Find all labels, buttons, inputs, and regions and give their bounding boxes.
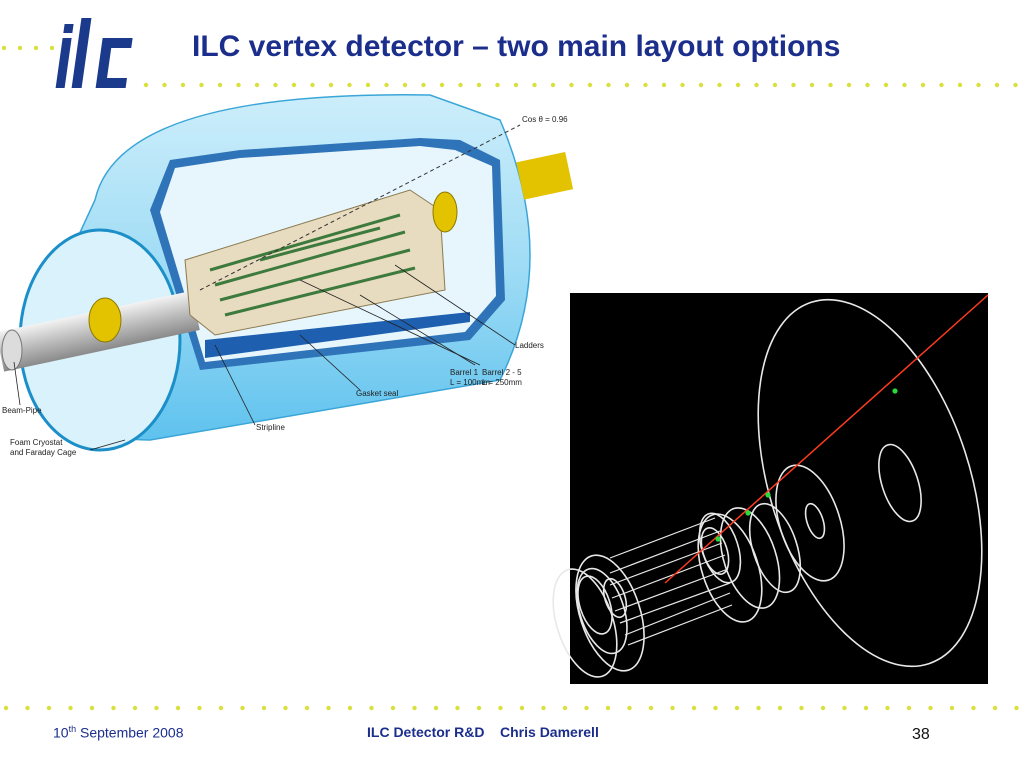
footer-date-suffix: th [68,724,77,734]
label-gasket-seal: Gasket seal [356,389,398,398]
detector-geometry-display [552,293,989,684]
logo-text: ilc [62,13,63,15]
label-barrel25-line2: L = 250mm [482,378,522,387]
ilc-logo: ilc [55,13,133,88]
vertex-detector-cutaway-diagram: Cos θ = 0.96 Ladders Barrel 1 L = 100mm … [0,94,574,457]
label-stripline: Stripline [256,423,285,432]
page-number: 38 [912,726,930,743]
label-ladders: Ladders [515,341,544,350]
bottom-dots-row [3,705,1019,711]
label-barrel25-line1: Barrel 2 - 5 [482,368,522,377]
slide-title: ILC vertex detector – two main layout op… [192,30,841,63]
footer-date-day: 10 [53,724,69,741]
top-dots-left [1,45,55,51]
label-cos-theta: Cos θ = 0.96 [522,115,568,124]
label-foam-cryostat-line1: Foam Cryostat [10,438,63,447]
footer-center-text: ILC Detector R&D Chris Damerell [367,724,599,740]
label-barrel1-line1: Barrel 1 [450,368,479,377]
label-barrel1-line2: L = 100mm [450,378,490,387]
footer-date: 10th September 2008 [53,724,184,741]
label-foam-cryostat-line2: and Faraday Cage [10,448,77,457]
label-beam-pipe: Beam-Pipe [2,406,42,415]
top-dots-row [143,82,1018,88]
footer-date-rest: September 2008 [76,724,184,741]
